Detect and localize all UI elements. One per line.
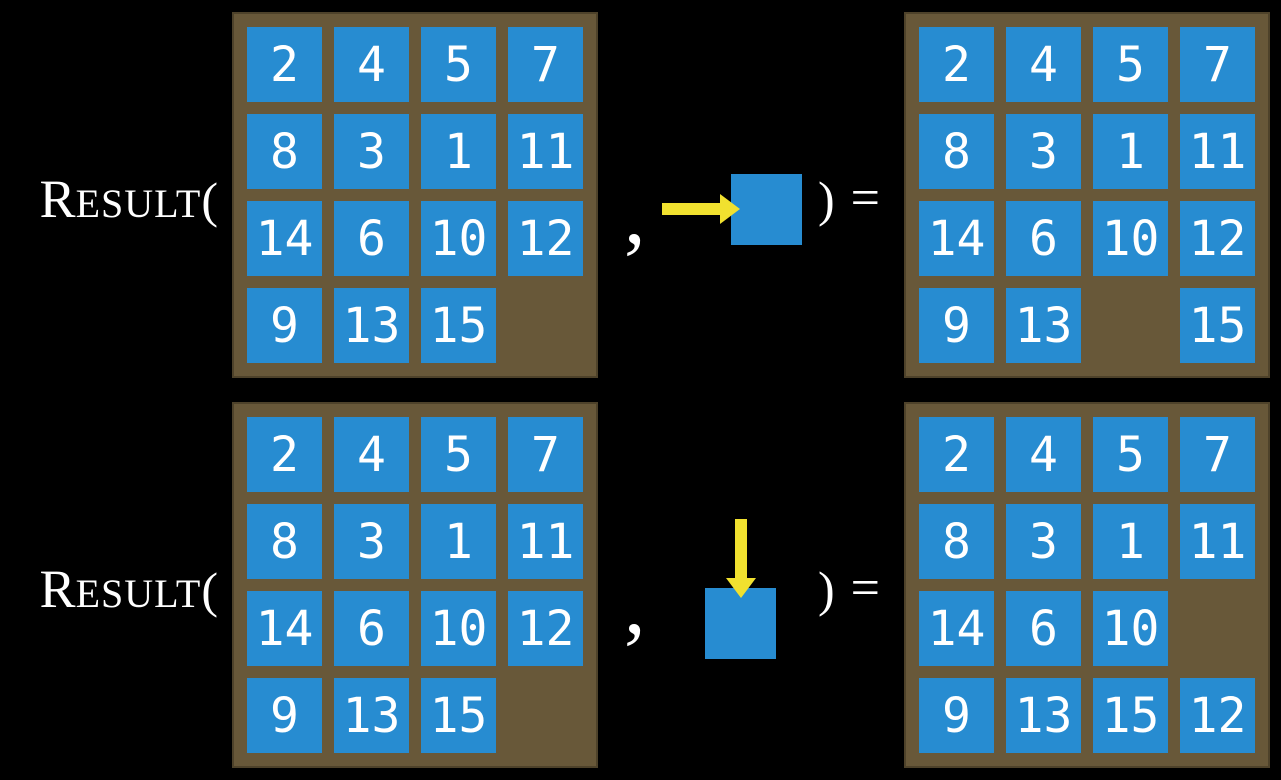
puzzle-tile: 3 [334, 114, 409, 189]
function-name-rest: ESULT [75, 181, 202, 226]
puzzle-tile: 8 [247, 504, 322, 579]
empty-cell [508, 678, 583, 753]
puzzle-tile: 5 [421, 27, 496, 102]
puzzle-tile: 9 [247, 288, 322, 363]
puzzle-tile: 1 [421, 504, 496, 579]
puzzle-tile: 2 [919, 27, 994, 102]
puzzle-tile: 15 [421, 288, 496, 363]
puzzle-tile: 13 [1006, 288, 1081, 363]
puzzle-tile: 12 [1180, 678, 1255, 753]
puzzle-tile: 11 [1180, 114, 1255, 189]
function-name-rest: ESULT [75, 571, 202, 616]
puzzle-tile: 6 [1006, 201, 1081, 276]
puzzle-tile: 1 [1093, 504, 1168, 579]
puzzle-tile: 3 [1006, 504, 1081, 579]
operator-section: , ) = [598, 390, 904, 780]
puzzle-tile: 7 [508, 27, 583, 102]
puzzle-tile: 6 [1006, 591, 1081, 666]
puzzle-tile: 3 [1006, 114, 1081, 189]
puzzle-tile: 2 [247, 27, 322, 102]
puzzle-tile: 12 [508, 591, 583, 666]
close-equals-group: ) = [818, 173, 880, 225]
puzzle-tile: 9 [247, 678, 322, 753]
puzzle-tile: 5 [421, 417, 496, 492]
down-arrow-icon [725, 519, 756, 598]
empty-cell [1093, 288, 1168, 363]
puzzle-tile: 15 [421, 678, 496, 753]
puzzle-tile: 8 [247, 114, 322, 189]
puzzle-tile: 12 [1180, 201, 1255, 276]
operator-section: , ) = [624, 166, 880, 262]
puzzle-tile: 4 [1006, 27, 1081, 102]
puzzle-tile: 3 [334, 504, 409, 579]
puzzle-tile: 15 [1093, 678, 1168, 753]
puzzle-tile: 11 [1180, 504, 1255, 579]
puzzle-tile: 15 [1180, 288, 1255, 363]
puzzle-tile: 1 [1093, 114, 1168, 189]
equals-sign: = [850, 560, 880, 617]
puzzle-tile: 14 [247, 201, 322, 276]
puzzle-tile: 8 [919, 504, 994, 579]
empty-cell [508, 288, 583, 363]
move-right-action [661, 173, 802, 245]
puzzle-tile: 10 [1093, 591, 1168, 666]
action-tile [705, 588, 777, 659]
close-equals-group: ) = [818, 563, 880, 615]
puzzle-tile: 2 [247, 417, 322, 492]
move-down-action [705, 519, 777, 659]
puzzle-tile: 1 [421, 114, 496, 189]
puzzle-tile: 2 [919, 417, 994, 492]
close-paren: ) [818, 171, 835, 227]
equals-sign: = [850, 170, 880, 227]
puzzle-tile: 7 [1180, 417, 1255, 492]
puzzle-tile: 6 [334, 201, 409, 276]
puzzle-tile: 5 [1093, 417, 1168, 492]
puzzle-tile: 10 [421, 591, 496, 666]
puzzle-tile: 11 [508, 504, 583, 579]
puzzle-tile: 4 [334, 27, 409, 102]
puzzle-tile: 6 [334, 591, 409, 666]
action-tile [730, 173, 802, 245]
puzzle-tile: 14 [247, 591, 322, 666]
puzzle-tile: 5 [1093, 27, 1168, 102]
close-paren: ) [818, 561, 835, 617]
function-name-lead: R [39, 169, 76, 229]
puzzle-tile: 12 [508, 201, 583, 276]
puzzle-tile: 9 [919, 678, 994, 753]
puzzle-tile: 9 [919, 288, 994, 363]
function-name-lead: R [39, 559, 76, 619]
puzzle-tile: 10 [421, 201, 496, 276]
right-arrow-icon [661, 194, 740, 224]
puzzle-tile: 7 [1180, 27, 1255, 102]
puzzle-tile: 4 [334, 417, 409, 492]
puzzle-tile: 7 [508, 417, 583, 492]
open-paren: ( [201, 562, 218, 618]
puzzle-tile: 13 [334, 288, 409, 363]
puzzle-tile: 13 [334, 678, 409, 753]
puzzle-tile: 10 [1093, 201, 1168, 276]
empty-cell [1180, 591, 1255, 666]
puzzle-tile: 14 [919, 201, 994, 276]
puzzle-tile: 8 [919, 114, 994, 189]
puzzle-tile: 13 [1006, 678, 1081, 753]
puzzle-tile: 4 [1006, 417, 1081, 492]
puzzle-tile: 11 [508, 114, 583, 189]
puzzle-tile: 14 [919, 591, 994, 666]
open-paren: ( [201, 172, 218, 228]
